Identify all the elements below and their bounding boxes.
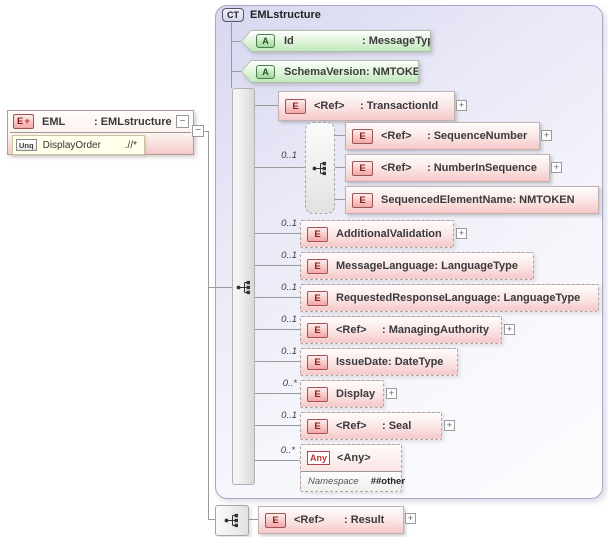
element-display[interactable]: E Display xyxy=(300,380,384,408)
element-name: <Ref> xyxy=(336,324,367,336)
element-managingauthority[interactable]: E <Ref> : ManagingAuthority xyxy=(300,316,502,344)
attribute-icon: A xyxy=(256,64,275,79)
element-name: <Ref> xyxy=(381,162,412,174)
divider xyxy=(10,132,191,133)
expand-toggle[interactable]: + xyxy=(456,100,467,111)
occurs-label: 0..1 xyxy=(281,314,297,325)
element-type: : ManagingAuthority xyxy=(382,324,489,336)
occurs-label: 0..1 xyxy=(281,282,297,293)
element-eml[interactable]: E+ EML : EMLstructure − Unq DisplayOrder… xyxy=(7,110,194,155)
expand-toggle[interactable]: + xyxy=(541,130,552,141)
element-icon: E xyxy=(307,354,328,370)
element-name: <Ref> xyxy=(381,130,412,142)
element-name: AdditionalValidation xyxy=(336,228,442,240)
element-issuedate[interactable]: E IssueDate : DateType xyxy=(300,348,458,376)
attribute-schemaversion[interactable]: A SchemaVersion : NMTOKEN xyxy=(241,60,419,83)
element-icon: E xyxy=(265,512,286,528)
occurs-label: 0..1 xyxy=(281,250,297,261)
expand-toggle[interactable]: + xyxy=(386,388,397,399)
sequence-bar[interactable] xyxy=(232,88,255,485)
element-eml-title: E+ EML : EMLstructure xyxy=(8,111,193,132)
element-numberinsequence[interactable]: E <Ref> : NumberInSequence xyxy=(345,154,550,182)
attribute-id[interactable]: A Id : MessageTypeType xyxy=(241,30,431,52)
element-name: <Ref> xyxy=(314,100,345,112)
element-messagelanguage[interactable]: E MessageLanguage : LanguageType xyxy=(300,252,534,280)
collapse-toggle[interactable]: − xyxy=(176,115,189,128)
expand-toggle[interactable]: + xyxy=(405,513,416,524)
occurs-label: 0..* xyxy=(282,378,297,389)
occurs-label: 0..1 xyxy=(281,346,297,357)
element-type: : LanguageType xyxy=(434,260,518,272)
collapse-toggle[interactable]: − xyxy=(192,125,204,137)
sequence-icon xyxy=(312,161,326,175)
occurs-label: 0..1 xyxy=(281,410,297,421)
element-icon: E xyxy=(352,192,373,208)
element-icon: E xyxy=(352,128,373,144)
element-type: : LanguageType xyxy=(496,292,581,304)
namespace-label: Namespace xyxy=(308,476,359,487)
element-type: : TransactionId xyxy=(360,100,439,112)
element-type: : NMTOKEN xyxy=(512,194,575,206)
element-type: : Seal xyxy=(382,420,412,432)
element-name: EML xyxy=(42,115,66,128)
occurs-label: 0..1 xyxy=(281,150,297,161)
namespace-value: ##other xyxy=(370,476,406,487)
sequence-icon xyxy=(224,513,238,528)
attribute-icon: A xyxy=(256,34,275,48)
element-type: : NumberInSequence xyxy=(427,162,538,174)
unique-selector: .//* xyxy=(124,139,137,151)
element-icon: E xyxy=(307,322,328,338)
element-icon: E xyxy=(285,98,306,114)
element-type: : EMLstructure xyxy=(94,115,172,128)
complextype-name: EMLstructure xyxy=(250,9,321,21)
element-type: : DateType xyxy=(387,356,444,368)
wildcard-any[interactable]: Any <Any> Namespace ##other xyxy=(300,444,406,492)
element-sequencedelementname[interactable]: E SequencedElementName : NMTOKEN xyxy=(345,186,599,214)
element-name: RequestedResponseLanguage xyxy=(336,292,497,304)
element-name: MessageLanguage xyxy=(336,260,435,272)
global-element-icon: E+ xyxy=(13,114,34,129)
attribute-type: : MessageTypeType xyxy=(362,35,465,47)
element-type: : Result xyxy=(344,514,385,526)
complextype-icon: CT xyxy=(222,8,244,22)
element-icon: E xyxy=(307,226,328,242)
unique-icon: Unq xyxy=(16,139,37,151)
complextype-header: CT EMLstructure xyxy=(222,8,321,22)
element-type: : SequenceNumber xyxy=(427,130,528,142)
wildcard-name: <Any> xyxy=(337,452,371,464)
element-icon: E xyxy=(307,290,328,306)
element-name: SequencedElementName xyxy=(381,194,513,206)
element-requestedresponselanguage[interactable]: E RequestedResponseLanguage : LanguageTy… xyxy=(300,284,599,312)
element-name: <Ref> xyxy=(294,514,325,526)
attribute-name: SchemaVersion xyxy=(284,65,366,78)
expand-toggle[interactable]: + xyxy=(444,420,455,431)
element-icon: E xyxy=(352,160,373,176)
element-name: <Ref> xyxy=(336,420,367,432)
element-result[interactable]: E <Ref> : Result xyxy=(258,506,404,534)
element-sequencenumber[interactable]: E <Ref> : SequenceNumber xyxy=(345,122,540,150)
expand-toggle[interactable]: + xyxy=(551,162,562,173)
occurs-label: 0..1 xyxy=(281,218,297,229)
expand-toggle[interactable]: + xyxy=(504,324,515,335)
any-icon: Any xyxy=(307,451,331,465)
element-additionalvalidation[interactable]: E AdditionalValidation xyxy=(300,220,454,248)
occurs-label: 0..* xyxy=(280,445,295,456)
element-transactionid[interactable]: E <Ref> : TransactionId xyxy=(278,91,455,121)
sequence-icon xyxy=(236,280,250,295)
element-icon: E xyxy=(307,386,328,402)
element-seal[interactable]: E <Ref> : Seal xyxy=(300,412,442,440)
attribute-type: : NMTOKEN xyxy=(365,65,429,78)
element-icon: E xyxy=(307,258,328,274)
unique-constraint[interactable]: Unq DisplayOrder .//* xyxy=(12,135,145,155)
element-icon: E xyxy=(307,418,328,434)
element-name: Display xyxy=(336,388,376,400)
expand-toggle[interactable]: + xyxy=(456,228,467,239)
sequence-compositor[interactable] xyxy=(215,505,249,536)
unique-name: DisplayOrder xyxy=(42,139,101,151)
attribute-name: Id xyxy=(284,35,294,47)
element-name: IssueDate xyxy=(336,356,388,368)
sequence-group[interactable] xyxy=(305,122,335,214)
